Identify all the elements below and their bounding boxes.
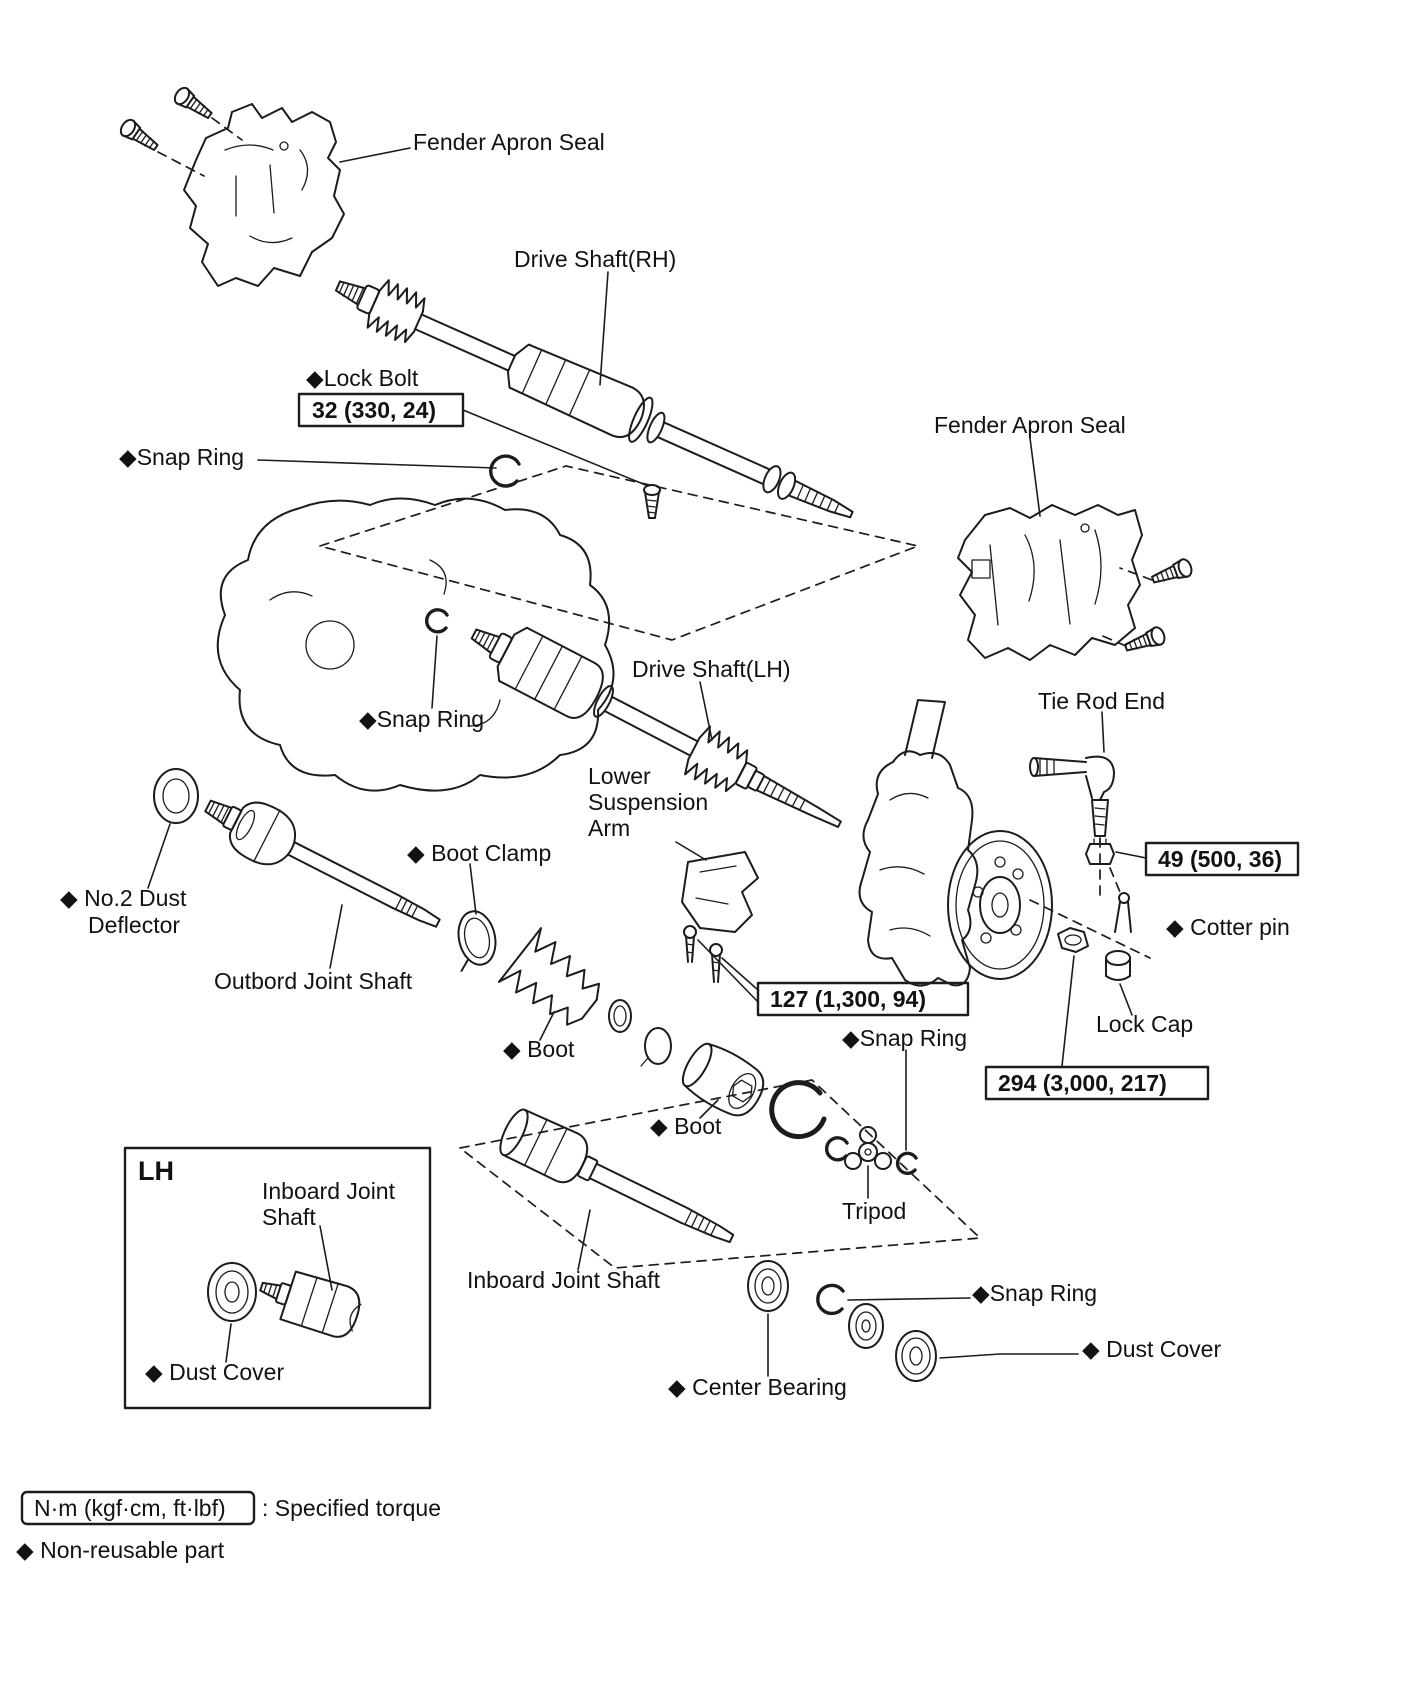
large-snap-ring-part xyxy=(769,1080,827,1140)
tripod-part xyxy=(844,1126,892,1170)
legend-non-reusable: ◆ Non-reusable part xyxy=(16,1537,225,1563)
torque-lock-bolt-value: 32 (330, 24) xyxy=(312,397,436,423)
drive-shaft-lh-label: Drive Shaft(LH) xyxy=(632,656,790,682)
inboard-joint-shaft-part xyxy=(499,1108,735,1244)
lh-dust-cover-label: ◆ Dust Cover xyxy=(145,1359,284,1385)
torque-hub-value: 294 (3,000, 217) xyxy=(998,1070,1167,1096)
torque-box-hub: 294 (3,000, 217) xyxy=(984,1065,1210,1101)
torque-tie-rod-value: 49 (500, 36) xyxy=(1158,846,1282,872)
legend-units-box xyxy=(20,1490,256,1526)
fender-apron-seal-right-label: Fender Apron Seal xyxy=(934,412,1126,438)
legend-units-desc: : Specified torque xyxy=(262,1495,441,1521)
boot-outer-label: ◆ Boot xyxy=(503,1036,575,1062)
lh-inboard-joint-label-1: Inboard Joint xyxy=(262,1178,396,1204)
steering-knuckle-part xyxy=(858,699,979,987)
transaxle-outline xyxy=(216,497,615,792)
boot-outer-part xyxy=(498,927,601,1026)
bolt-icon xyxy=(1148,556,1195,590)
bolt-icon xyxy=(1121,624,1168,658)
lh-dust-cover-part xyxy=(207,1262,257,1322)
no2-dust-deflector-part xyxy=(153,768,199,824)
tie-rod-end-part xyxy=(1029,755,1115,901)
snap-ring-upper-part xyxy=(489,454,521,488)
boot-clamp-part xyxy=(457,910,497,972)
snap-ring-upper-label: ◆Snap Ring xyxy=(119,444,244,470)
leader-lines xyxy=(147,147,1147,1377)
snap-ring-tripod-label: ◆Snap Ring xyxy=(842,1025,967,1051)
boot-clamp-label: ◆ Boot Clamp xyxy=(407,840,551,866)
no2-dust-deflector-label-1: ◆ No.2 Dust xyxy=(60,885,187,911)
drive-shaft-rh-label: Drive Shaft(RH) xyxy=(514,246,676,272)
dust-cover-right-part xyxy=(895,1330,937,1382)
lock-cap-label: Lock Cap xyxy=(1096,1011,1193,1037)
inboard-joint-shaft-label: Inboard Joint Shaft xyxy=(467,1267,661,1293)
torque-box-tie-rod: 49 (500, 36) xyxy=(1144,841,1300,877)
fender-apron-seal-left-part xyxy=(116,84,345,287)
no2-dust-deflector-label-2: Deflector xyxy=(88,912,180,938)
tripod-label: Tripod xyxy=(842,1198,906,1224)
cotter-pin-part xyxy=(1109,867,1132,933)
drive-shaft-rh-part xyxy=(334,279,854,519)
fender-apron-seal-right-part xyxy=(957,504,1195,661)
snap-ring-engine-label: ◆Snap Ring xyxy=(359,706,484,732)
lock-bolt-label: ◆Lock Bolt xyxy=(306,365,419,391)
lower-suspension-arm-label-2: Suspension xyxy=(588,789,708,815)
lower-suspension-arm-label-3: Arm xyxy=(588,815,630,841)
castle-nut xyxy=(1085,843,1115,865)
lock-bolt-part xyxy=(643,484,661,519)
center-bearing-part xyxy=(747,1260,789,1312)
boot-inner-label: ◆ Boot xyxy=(650,1113,722,1139)
center-bearing-label: ◆ Center Bearing xyxy=(668,1374,847,1400)
lower-suspension-arm-label-1: Lower xyxy=(588,763,651,789)
clamp-ring-a xyxy=(608,999,632,1033)
brake-disc-part xyxy=(947,830,1151,980)
bearing-part xyxy=(848,1303,884,1349)
drive-shaft-lh-part xyxy=(470,626,842,828)
dashed-region-rh xyxy=(319,465,919,641)
dashed-region-inboard xyxy=(459,1079,981,1269)
hub-locknut-part xyxy=(1057,927,1089,953)
torque-suspension-value: 127 (1,300, 94) xyxy=(770,986,926,1012)
clamp-ring-b xyxy=(640,1027,672,1067)
lh-inboard-joint-label-2: Shaft xyxy=(262,1204,316,1230)
legend-units-text: N·m (kgf·cm, ft·lbf) xyxy=(34,1495,226,1521)
snap-ring-tripod-part xyxy=(895,1151,918,1176)
snap-ring-lower-label: ◆Snap Ring xyxy=(972,1280,1097,1306)
outboard-joint-shaft-label: Outbord Joint Shaft xyxy=(214,968,413,994)
tie-rod-end-label: Tie Rod End xyxy=(1038,688,1165,714)
torque-box-lock-bolt: 32 (330, 24) xyxy=(297,392,465,428)
fender-apron-seal-left-label: Fender Apron Seal xyxy=(413,129,605,155)
lh-inset-box xyxy=(123,1146,432,1410)
cotter-pin-label: ◆ Cotter pin xyxy=(1166,914,1290,940)
dust-cover-right-label: ◆ Dust Cover xyxy=(1082,1336,1221,1362)
bolt-icon xyxy=(116,116,163,156)
snap-ring-engine-part xyxy=(425,608,449,634)
bolt-icon xyxy=(170,84,217,124)
torque-box-suspension: 127 (1,300, 94) xyxy=(756,981,970,1017)
lock-cap-part xyxy=(1105,950,1131,981)
snap-ring-lower-part xyxy=(816,1283,845,1316)
snap-ring-a-part xyxy=(825,1136,849,1162)
lh-inboard-joint-part xyxy=(259,1270,362,1338)
lh-inset-title: LH xyxy=(138,1156,174,1186)
boot-inner-part xyxy=(681,1042,765,1117)
lower-suspension-arm-part xyxy=(681,851,759,983)
outboard-joint-shaft-part xyxy=(204,799,441,928)
legend: N·m (kgf·cm, ft·lbf) : Specified torque … xyxy=(16,1490,441,1563)
